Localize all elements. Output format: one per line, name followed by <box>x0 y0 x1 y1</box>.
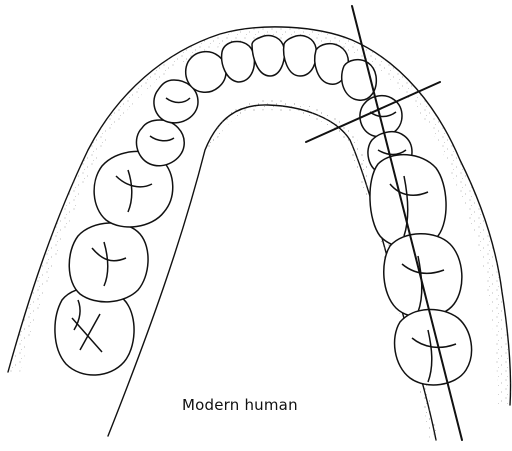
right-molars <box>370 155 472 385</box>
figure-caption: Modern human <box>182 396 298 414</box>
left-premolars <box>136 80 198 166</box>
